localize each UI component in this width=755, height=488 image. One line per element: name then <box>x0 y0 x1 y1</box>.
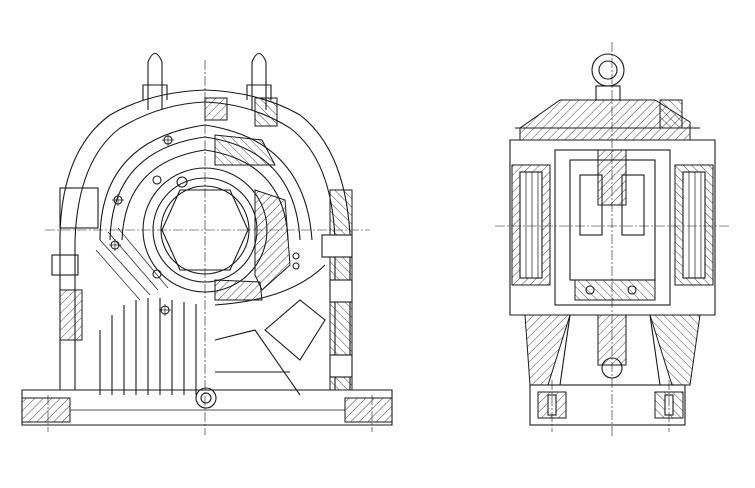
side-rotor <box>554 149 671 306</box>
bolt-marker <box>152 269 162 279</box>
bolt-marker <box>112 194 124 206</box>
bolt-marker <box>162 134 174 146</box>
side-base <box>529 384 686 426</box>
front-section-view <box>21 52 393 435</box>
front-lifting-lugs <box>142 52 278 127</box>
side-top-cover <box>515 99 700 141</box>
front-base-plate <box>21 389 393 426</box>
bolt-marker <box>152 175 162 185</box>
bolt-marker <box>292 252 300 270</box>
side-section-view <box>495 42 730 438</box>
bolt-marker <box>176 176 188 188</box>
side-lower-support <box>524 314 701 386</box>
side-housing <box>509 139 716 316</box>
front-housing <box>51 89 353 391</box>
front-drain-plug <box>195 387 217 409</box>
front-cooling-fins <box>95 227 197 395</box>
bolt-marker <box>159 304 171 316</box>
side-eye-bolt <box>591 53 625 101</box>
front-gear-rings <box>99 124 326 396</box>
front-bolts <box>109 134 300 316</box>
